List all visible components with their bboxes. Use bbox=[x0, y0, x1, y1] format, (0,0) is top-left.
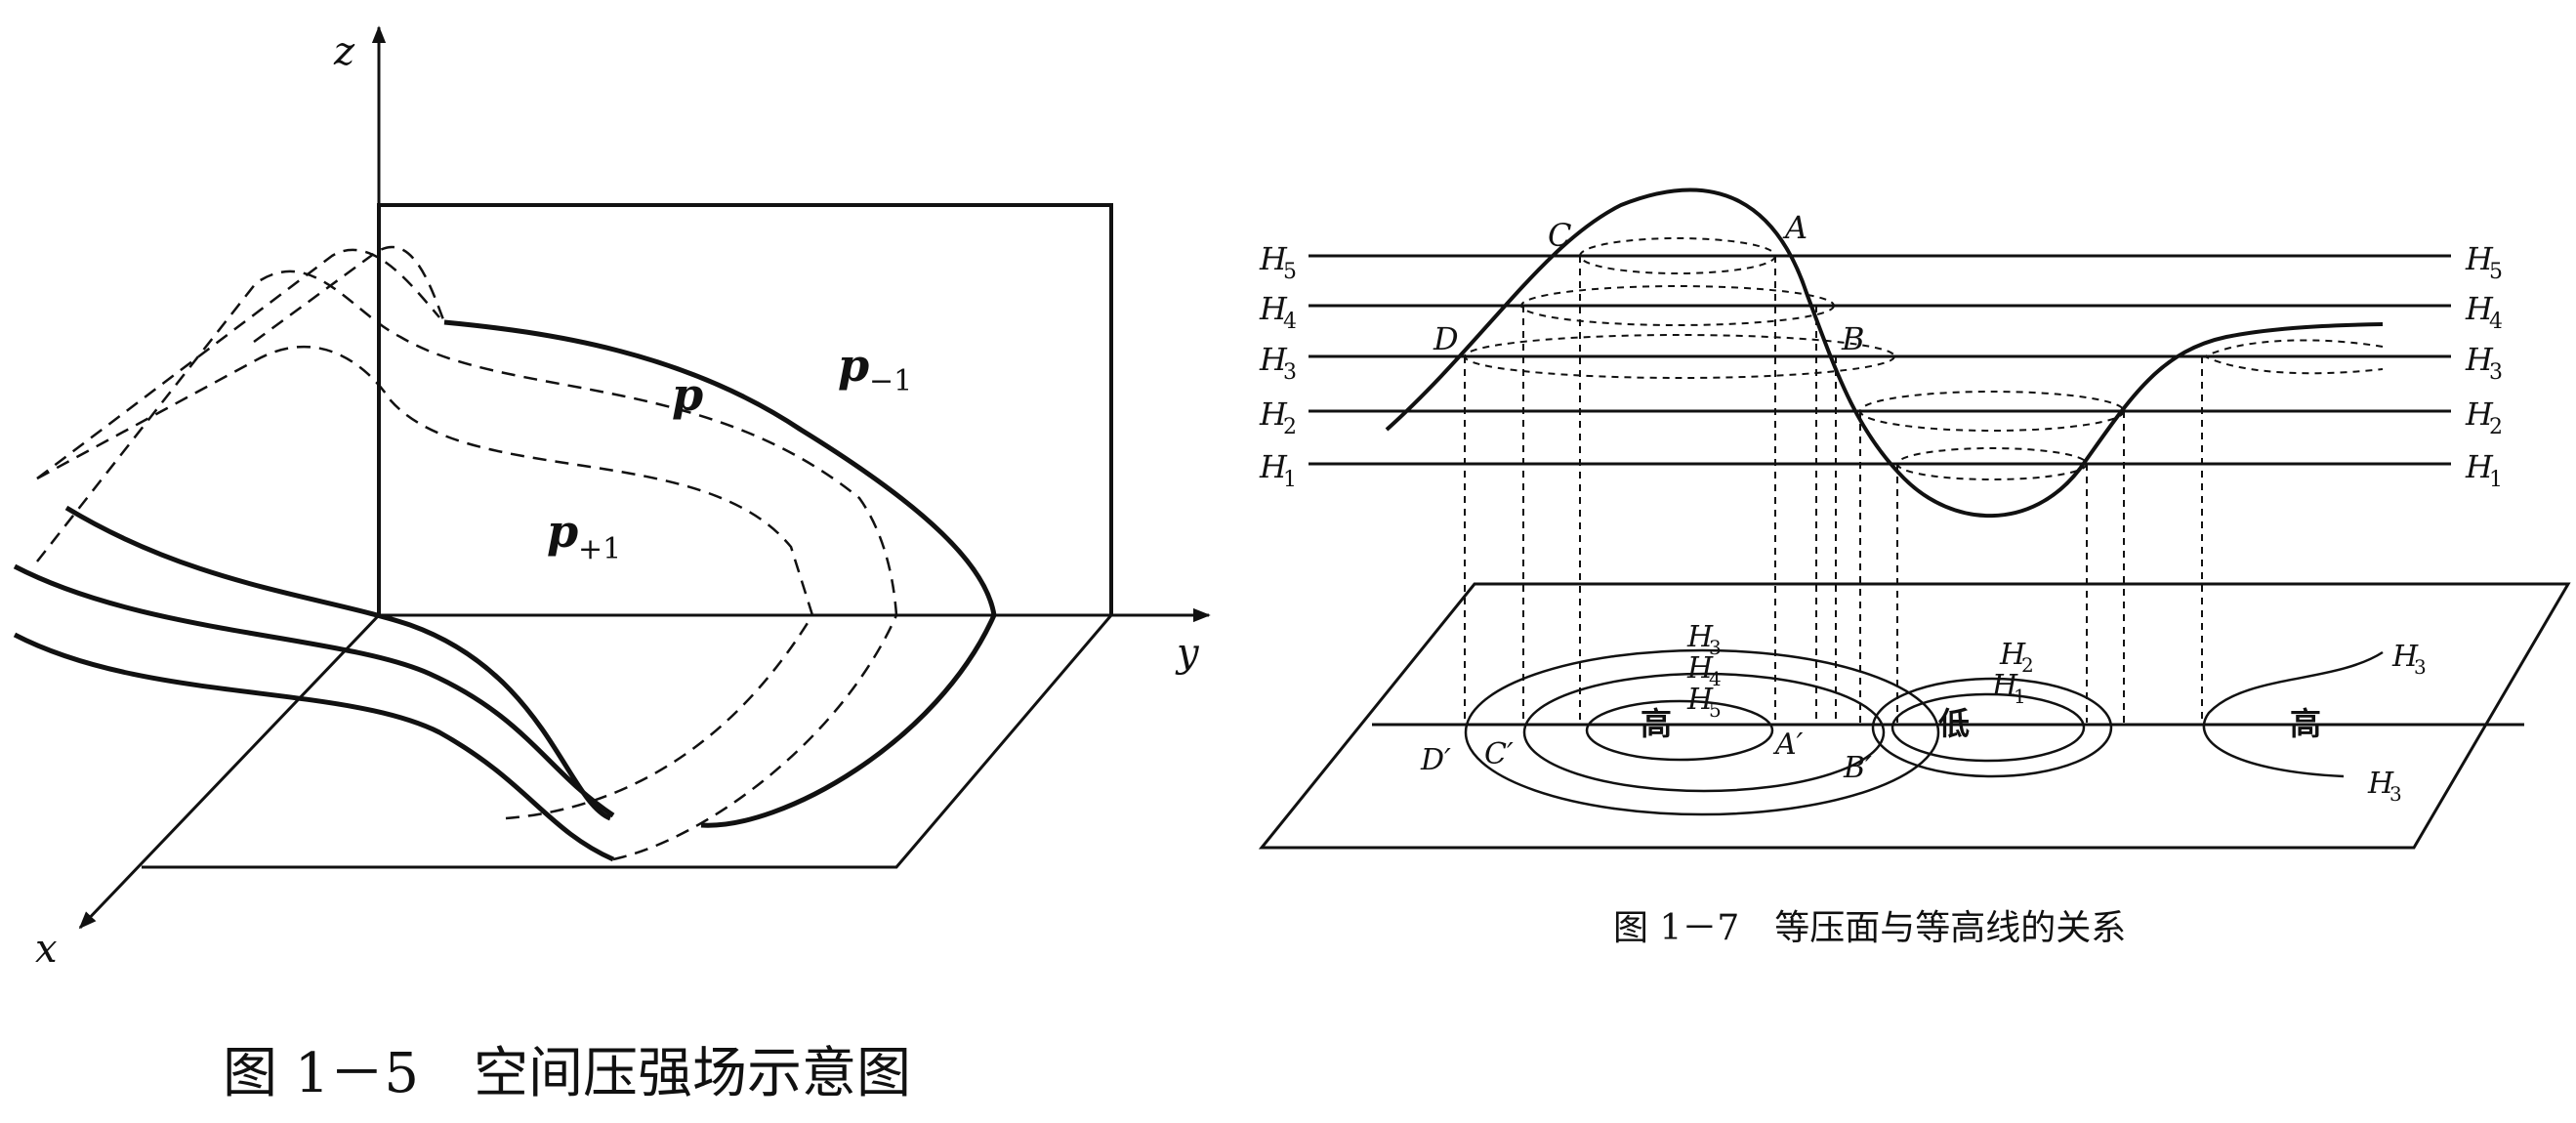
surface-p-minus-top bbox=[253, 245, 446, 344]
svg-text:3: 3 bbox=[2489, 360, 2503, 385]
point-label-b-prime: B′ bbox=[1843, 751, 1872, 785]
curve-p-minus-vertical bbox=[443, 319, 997, 616]
contour-high-h3 bbox=[1464, 648, 1940, 816]
point-label-d-prime: D′ bbox=[1420, 743, 1451, 777]
label-p-plus: p +1 bbox=[547, 505, 621, 566]
contour-label-right-h3-bottom: H bbox=[2367, 767, 2394, 801]
svg-text:5: 5 bbox=[1283, 260, 1297, 284]
floor-plane bbox=[142, 614, 1113, 869]
svg-text:3: 3 bbox=[2414, 655, 2427, 679]
level-label-left-h2: H bbox=[1259, 395, 1288, 433]
level-label-right-h1: H bbox=[2465, 448, 2494, 485]
upper-arc-right-h3 bbox=[2202, 339, 2384, 375]
surface-p-upper bbox=[36, 270, 898, 616]
point-label-d: D bbox=[1433, 320, 1459, 357]
projection-lines bbox=[1464, 256, 2203, 723]
level-label-right-h4: H bbox=[2465, 290, 2494, 327]
curve-front-1 bbox=[13, 563, 615, 818]
point-label-c: C bbox=[1548, 217, 1571, 254]
svg-text:2: 2 bbox=[2489, 415, 2503, 439]
level-label-left-h3: H bbox=[1259, 341, 1288, 378]
contour-low-h2 bbox=[1871, 677, 2113, 778]
point-label-b: B bbox=[1841, 320, 1865, 357]
floor-dash-p-plus bbox=[505, 614, 814, 820]
svg-text:4: 4 bbox=[1709, 667, 1722, 690]
isobaric-profile bbox=[1385, 187, 2384, 519]
level-label-left-h4: H bbox=[1259, 290, 1288, 327]
surface-p-plus-upper bbox=[36, 345, 814, 616]
svg-text:p: p bbox=[672, 368, 703, 421]
svg-text:3: 3 bbox=[2389, 782, 2402, 806]
level-label-right-h2: H bbox=[2465, 395, 2494, 433]
floor-dash-p bbox=[612, 614, 898, 861]
svg-text:5: 5 bbox=[1709, 698, 1722, 722]
level-labels-right: H 5 H 4 H 3 H 2 H 1 bbox=[2465, 240, 2503, 492]
contour-label-low-h2: H bbox=[1999, 638, 2026, 672]
svg-text:4: 4 bbox=[1283, 310, 1297, 334]
point-labels-lower: D′ C′ A′ B′ bbox=[1420, 728, 1872, 785]
svg-text:5: 5 bbox=[2489, 260, 2503, 284]
contour-low-h1 bbox=[1890, 692, 2086, 763]
level-label-left-h5: H bbox=[1259, 240, 1288, 277]
contour-label-high-h4: H bbox=[1686, 651, 1714, 686]
svg-text:4: 4 bbox=[2489, 310, 2503, 334]
svg-text:1: 1 bbox=[2014, 685, 2026, 708]
contour-label-high-h5: H bbox=[1686, 683, 1714, 717]
z-axis-label: z bbox=[333, 29, 355, 74]
upper-ellipse-h4 bbox=[1520, 285, 1835, 326]
svg-text:+1: +1 bbox=[578, 532, 621, 566]
label-p-minus: p −1 bbox=[838, 339, 912, 398]
contour-high-h5 bbox=[1585, 699, 1774, 762]
region-label-low: 低 bbox=[1938, 705, 1970, 742]
contour-right-h3 bbox=[2202, 650, 2384, 778]
contour-labels: H 3 H 4 H 5 H 2 H 1 H 3 H 3 bbox=[1686, 620, 2427, 806]
level-label-left-h1: H bbox=[1259, 448, 1288, 485]
contour-label-low-h1: H bbox=[1991, 669, 2018, 703]
svg-text:2: 2 bbox=[1283, 415, 1297, 439]
svg-text:p: p bbox=[838, 339, 869, 392]
y-axis-label: y bbox=[1175, 631, 1200, 676]
svg-text:2: 2 bbox=[2021, 653, 2034, 677]
point-label-c-prime: C′ bbox=[1484, 737, 1514, 771]
ground-plane bbox=[1258, 582, 2571, 850]
label-p: p bbox=[672, 368, 703, 421]
caption-figure-1-5: 图 1－5 空间压强场示意图 bbox=[223, 1042, 911, 1105]
curve-front-3 bbox=[64, 505, 612, 821]
svg-text:3: 3 bbox=[1283, 360, 1297, 385]
svg-text:−1: −1 bbox=[869, 364, 912, 398]
caption-figure-1-7: 图 1－7 等压面与等高线的关系 bbox=[1613, 908, 2126, 948]
contour-high-h4 bbox=[1522, 672, 1886, 793]
figure-1-7: H 5 H 4 H 3 H 2 H 1 H 5 H 4 H 3 H 2 H 1 … bbox=[1258, 187, 2571, 948]
point-label-a: A bbox=[1782, 209, 1807, 246]
svg-text:p: p bbox=[547, 505, 578, 558]
region-labels: 高 低 高 bbox=[1641, 705, 2321, 742]
level-labels-left: H 5 H 4 H 3 H 2 H 1 bbox=[1259, 240, 1297, 492]
region-label-high-right: 高 bbox=[2290, 705, 2321, 742]
floor-curve-p-minus bbox=[700, 613, 997, 828]
svg-text:1: 1 bbox=[2489, 468, 2503, 492]
vertical-plane bbox=[377, 203, 1113, 615]
point-labels-upper: C A D B bbox=[1433, 209, 1865, 357]
level-label-right-h5: H bbox=[2465, 240, 2494, 277]
x-axis bbox=[78, 613, 381, 930]
x-axis-label: x bbox=[35, 927, 58, 972]
svg-text:3: 3 bbox=[1709, 636, 1722, 659]
figure-1-5: z y x p −1 p p +1 图 1－5 空间压强场示意图 bbox=[13, 25, 1211, 1105]
level-label-right-h3: H bbox=[2465, 341, 2494, 378]
svg-text:1: 1 bbox=[1283, 468, 1297, 492]
curve-front-2 bbox=[13, 632, 615, 862]
contour-label-high-h3: H bbox=[1686, 620, 1714, 654]
point-label-a-prime: A′ bbox=[1772, 728, 1804, 762]
region-label-high-left: 高 bbox=[1641, 705, 1672, 742]
contour-label-right-h3-top: H bbox=[2391, 640, 2419, 674]
